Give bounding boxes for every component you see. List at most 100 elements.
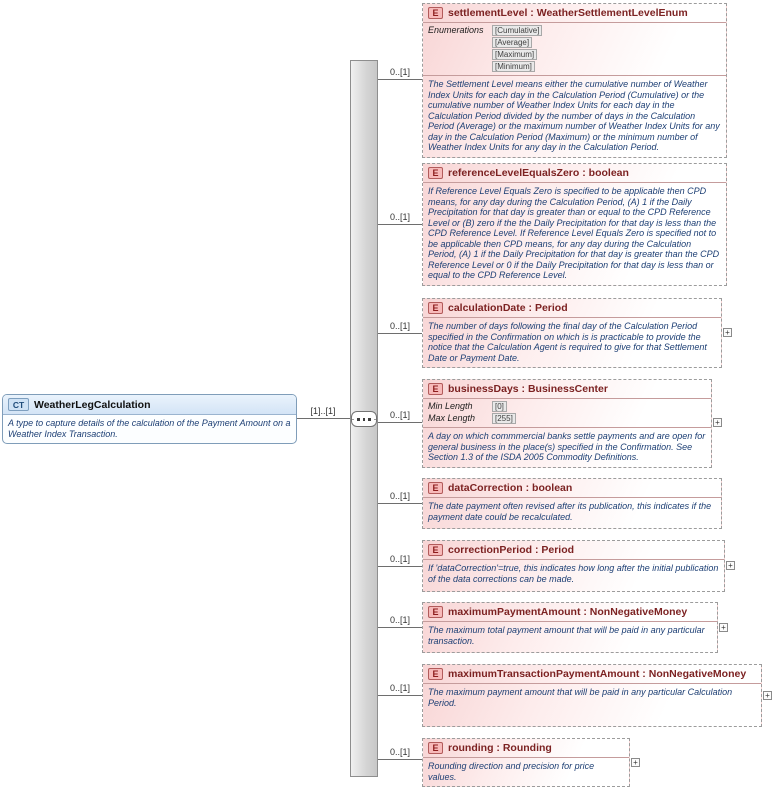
- element-type: boolean: [532, 482, 573, 494]
- element-title: correctionPeriod : Period: [448, 544, 574, 556]
- expand-icon[interactable]: +: [723, 328, 732, 337]
- type-separator: :: [580, 606, 590, 618]
- element-box-settlementLevel[interactable]: E settlementLevel : WeatherSettlementLev…: [422, 3, 727, 158]
- element-type: Period: [534, 302, 568, 314]
- type-separator: :: [639, 668, 649, 680]
- cardinality-label: 0..[1]: [389, 321, 410, 331]
- expand-icon[interactable]: +: [726, 561, 735, 570]
- element-description: A day on which commmercial banks settle …: [428, 431, 706, 462]
- complex-type-box-WeatherLegCalculation[interactable]: CT WeatherLegCalculation A type to captu…: [2, 394, 297, 444]
- element-description: The number of days following the final d…: [428, 321, 707, 363]
- element-icon: E: [428, 606, 443, 618]
- sequence-compositor-icon: [351, 411, 377, 427]
- expand-icon[interactable]: +: [763, 690, 772, 700]
- type-separator: :: [579, 167, 589, 179]
- facet-row: Max Length [255]: [428, 413, 706, 424]
- complex-type-icon: CT: [8, 398, 29, 411]
- facet-label: Enumerations: [428, 25, 484, 35]
- type-separator: :: [493, 742, 503, 754]
- element-icon: E: [428, 742, 443, 754]
- element-title: referenceLevelEqualsZero : boolean: [448, 167, 629, 179]
- element-name: settlementLevel: [448, 7, 528, 19]
- element-name: businessDays: [448, 383, 519, 395]
- connector-line: [378, 759, 422, 760]
- element-name: correctionPeriod: [448, 544, 533, 556]
- cardinality-label: 0..[1]: [389, 410, 410, 420]
- element-type: boolean: [588, 167, 629, 179]
- type-separator: :: [527, 7, 537, 19]
- element-name: maximumTransactionPaymentAmount: [448, 668, 640, 680]
- element-icon: E: [428, 544, 443, 556]
- element-box-maximumPaymentAmount[interactable]: E maximumPaymentAmount : NonNegativeMone…: [422, 602, 728, 653]
- cardinality-label-root: [1]..[1]: [310, 406, 336, 416]
- element-title: businessDays : BusinessCenter: [448, 383, 608, 395]
- element-header: E rounding : Rounding: [423, 739, 629, 758]
- element-icon: E: [428, 383, 443, 395]
- facet-values: [255]: [492, 413, 516, 424]
- facet-row: Min Length [0]: [428, 401, 706, 412]
- expand-icon[interactable]: +: [631, 757, 640, 767]
- cardinality-label: 0..[1]: [389, 683, 410, 693]
- element-header: E correctionPeriod : Period: [423, 541, 724, 560]
- cardinality-label: 0..[1]: [389, 491, 410, 501]
- facet-row: Enumerations [Cumulative] [Average] [Max…: [428, 25, 721, 72]
- connector-line: [378, 627, 422, 628]
- element-type: BusinessCenter: [527, 383, 608, 395]
- element-icon: E: [428, 482, 443, 494]
- element-title: maximumTransactionPaymentAmount : NonNeg…: [448, 668, 746, 680]
- element-header: E settlementLevel : WeatherSettlementLev…: [423, 4, 726, 23]
- element-description: If Reference Level Equals Zero is specif…: [428, 186, 720, 280]
- element-name: calculationDate: [448, 302, 526, 314]
- element-description: The Settlement Level means either the cu…: [428, 79, 720, 152]
- element-type: WeatherSettlementLevelEnum: [536, 7, 688, 19]
- cardinality-label: 0..[1]: [389, 67, 410, 77]
- expand-icon[interactable]: +: [719, 622, 728, 632]
- element-title: maximumPaymentAmount : NonNegativeMoney: [448, 606, 687, 618]
- complex-type-header: CT WeatherLegCalculation: [3, 395, 296, 415]
- facet-values: [0]: [492, 401, 507, 412]
- connector-line: [378, 422, 422, 423]
- type-separator: :: [532, 544, 542, 556]
- connector-line: [378, 224, 422, 225]
- element-box-correctionPeriod[interactable]: E correctionPeriod : Period If 'dataCorr…: [422, 540, 735, 592]
- element-box-rounding[interactable]: E rounding : Rounding Rounding direction…: [422, 738, 640, 787]
- connector-line: [378, 79, 422, 80]
- element-type: NonNegativeMoney: [648, 668, 747, 680]
- facet-label: Min Length: [428, 401, 473, 411]
- element-header: E dataCorrection : boolean: [423, 479, 721, 498]
- element-name: maximumPaymentAmount: [448, 606, 581, 618]
- element-icon: E: [428, 7, 443, 19]
- element-description: The maximum payment amount that will be …: [428, 687, 733, 708]
- element-title: rounding : Rounding: [448, 742, 552, 754]
- element-box-calculationDate[interactable]: E calculationDate : Period The number of…: [422, 298, 732, 368]
- cardinality-label: 0..[1]: [389, 212, 410, 222]
- element-header: E maximumPaymentAmount : NonNegativeMone…: [423, 603, 717, 622]
- element-type: Period: [541, 544, 575, 556]
- element-box-referenceLevelEqualsZero[interactable]: E referenceLevelEqualsZero : boolean If …: [422, 163, 727, 286]
- element-name: dataCorrection: [448, 482, 523, 494]
- element-header: E referenceLevelEqualsZero : boolean: [423, 164, 726, 183]
- element-description: Rounding direction and precision for pri…: [428, 761, 595, 782]
- element-name: referenceLevelEqualsZero: [448, 167, 580, 179]
- element-box-dataCorrection[interactable]: E dataCorrection : boolean The date paym…: [422, 478, 722, 529]
- element-icon: E: [428, 302, 443, 314]
- element-icon: E: [428, 668, 443, 680]
- element-name: rounding: [448, 742, 494, 754]
- element-title: settlementLevel : WeatherSettlementLevel…: [448, 7, 688, 19]
- element-description: The date payment often revised after its…: [428, 501, 712, 522]
- element-header: E maximumTransactionPaymentAmount : NonN…: [423, 665, 761, 684]
- facet-value: [Cumulative]: [492, 25, 543, 36]
- connector-line-root: [297, 418, 350, 419]
- element-icon: E: [428, 167, 443, 179]
- facet-value: [0]: [492, 401, 507, 412]
- element-box-maximumTransactionPaymentAmount[interactable]: E maximumTransactionPaymentAmount : NonN…: [422, 664, 772, 727]
- element-description: The maximum total payment amount that wi…: [428, 625, 705, 646]
- element-box-businessDays[interactable]: E businessDays : BusinessCenter Min Leng…: [422, 379, 722, 468]
- type-separator: :: [522, 482, 533, 494]
- facets-section: Min Length [0] Max Length [255]: [423, 399, 711, 428]
- facet-label: Max Length: [428, 413, 476, 423]
- connector-line: [378, 695, 422, 696]
- complex-type-description: A type to capture details of the calcula…: [8, 418, 291, 439]
- expand-icon[interactable]: +: [713, 418, 722, 428]
- cardinality-label: 0..[1]: [389, 747, 410, 757]
